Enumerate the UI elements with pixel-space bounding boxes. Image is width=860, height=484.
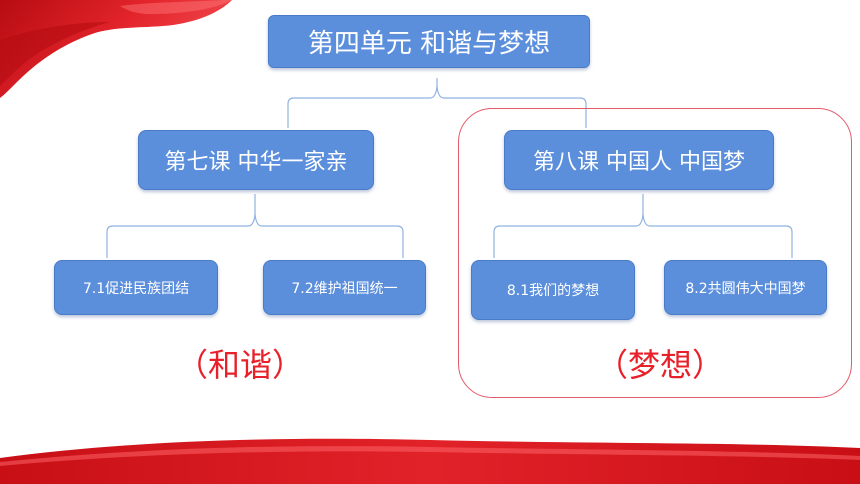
section-8-2-node: 8.2共圆伟大中国梦 — [664, 260, 827, 315]
section-7-1-node: 7.1促进民族团结 — [54, 260, 218, 315]
lesson8-node: 第八课 中国人 中国梦 — [504, 130, 774, 190]
lesson7-node: 第七课 中华一家亲 — [138, 130, 374, 190]
connector-lesson8-to-sections — [493, 194, 793, 258]
theme-label-dream: （梦想） — [596, 346, 725, 384]
ribbon-bottom-shine — [0, 446, 860, 466]
ribbon-top-left-highlight — [120, 0, 232, 14]
connector-unit-to-lessons — [287, 78, 587, 128]
theme-label-harmony: （和谐） — [176, 346, 305, 384]
section-7-2-node: 7.2维护祖国统一 — [263, 260, 426, 315]
ribbon-top-left — [0, 0, 232, 98]
unit-title-node: 第四单元 和谐与梦想 — [268, 15, 590, 68]
lesson8-group-frame — [458, 108, 852, 398]
ribbon-top-left-fold — [0, 22, 110, 86]
section-8-1-node: 8.1我们的梦想 — [471, 260, 635, 320]
connector-lesson7-to-sections — [106, 194, 404, 258]
